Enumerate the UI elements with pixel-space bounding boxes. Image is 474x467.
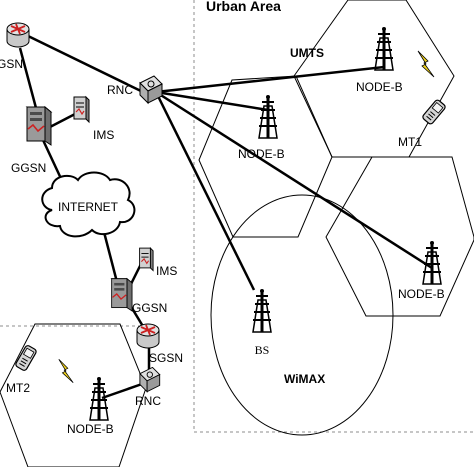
ggsn-top-label: GGSN — [11, 161, 46, 175]
wimax-label: WiMAX — [284, 372, 325, 386]
umts-cell-bottom-left — [0, 323, 147, 467]
umts-cell-right — [325, 156, 474, 317]
nodeb-bottom-label: NODE-B — [67, 422, 114, 436]
nodeb-mid-label: NODE-B — [238, 147, 285, 161]
ggsn-server-icon — [26, 106, 52, 146]
urban-area-title: Urban Area — [206, 0, 281, 14]
sgsn-router-icon — [6, 22, 30, 48]
rnc-bottom-label: RNC — [135, 394, 161, 408]
sgsn-bottom-router-icon — [136, 323, 160, 349]
umts-label: UMTS — [290, 46, 324, 60]
lightning-icon — [417, 50, 435, 78]
nodeb-top-label: NODE-B — [356, 80, 403, 94]
network-links — [18, 33, 433, 400]
bs-label: BS — [255, 343, 270, 357]
ims-server-icon — [73, 96, 90, 123]
wimax-coverage — [210, 194, 394, 436]
mt1-label: MT1 — [398, 135, 422, 149]
sgsn-bottom-label: SGSN — [149, 351, 183, 365]
nodeb-bottom-tower-icon — [88, 375, 110, 422]
mt2-label: MT2 — [6, 381, 30, 395]
nodeb-mid-tower-icon — [257, 93, 279, 140]
nodeb-top-tower-icon — [373, 25, 395, 72]
umts-cell-top — [293, 0, 455, 158]
ggsn-bottom-server-icon — [110, 278, 133, 312]
nodeb-right-label: NODE-B — [398, 287, 445, 301]
ims-top-label: IMS — [93, 128, 114, 142]
internet-label: INTERNET — [58, 200, 119, 214]
ims-bottom-label: IMS — [156, 264, 177, 278]
rnc-top-label: RNC — [107, 83, 133, 97]
bs-tower-icon — [251, 287, 273, 334]
lightning-bottom-icon — [58, 358, 74, 384]
ims-bottom-server-icon — [139, 247, 154, 272]
mt1-phone-icon — [421, 98, 447, 126]
internet-cloud: INTERNET — [41, 171, 136, 238]
nodeb-right-tower-icon — [421, 239, 443, 286]
rnc-bottom-switch-icon — [139, 366, 161, 393]
ggsn-bottom-label: GGSN — [132, 301, 167, 315]
sgsn-top-label: GSN — [0, 57, 23, 71]
mt2-phone-icon — [14, 344, 38, 372]
